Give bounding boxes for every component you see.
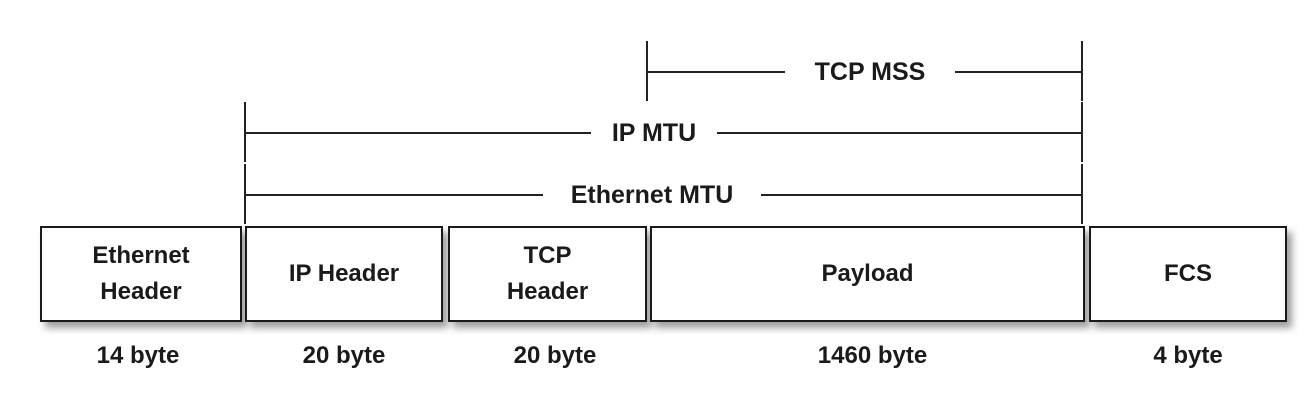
segment-label: FCS (1164, 260, 1212, 287)
ethernet-mtu-span: Ethernet MTU (244, 164, 1083, 224)
ip-header-segment: IP Header (245, 226, 443, 322)
span-end-tick (1081, 164, 1083, 224)
span-line (646, 71, 785, 73)
span-line (244, 194, 543, 196)
span-end-tick (1081, 102, 1083, 162)
tcp-mss-span: TCP MSS (646, 41, 1083, 101)
ethernet-header-segment: Ethernet Header (40, 226, 242, 322)
ethernet-mtu-label: Ethernet MTU (570, 181, 734, 209)
span-line (717, 132, 1083, 134)
fcs-segment: FCS (1089, 226, 1287, 322)
segment-label: Payload (821, 260, 914, 287)
tcp-header-segment: TCP Header (448, 226, 647, 322)
ip-header-size: 20 byte (302, 342, 386, 369)
ip-mtu-span: IP MTU (244, 102, 1083, 162)
span-end-tick (1081, 41, 1083, 101)
tcp-header-size: 20 byte (513, 342, 597, 369)
payload-size: 1460 byte (817, 342, 928, 369)
segment-label: IP Header (288, 260, 400, 287)
ethernet-header-size: 14 byte (96, 342, 180, 369)
segment-label: TCP (523, 242, 572, 269)
span-line (761, 194, 1083, 196)
segment-label: Header (506, 278, 589, 305)
ip-mtu-label: IP MTU (611, 119, 697, 147)
segment-label: Header (100, 278, 182, 305)
payload-segment: Payload (650, 226, 1085, 322)
span-line (244, 132, 591, 134)
tcp-mss-label: TCP MSS (814, 58, 926, 86)
segment-label: Ethernet (92, 242, 190, 269)
span-line (955, 71, 1083, 73)
fcs-size: 4 byte (1153, 342, 1223, 369)
